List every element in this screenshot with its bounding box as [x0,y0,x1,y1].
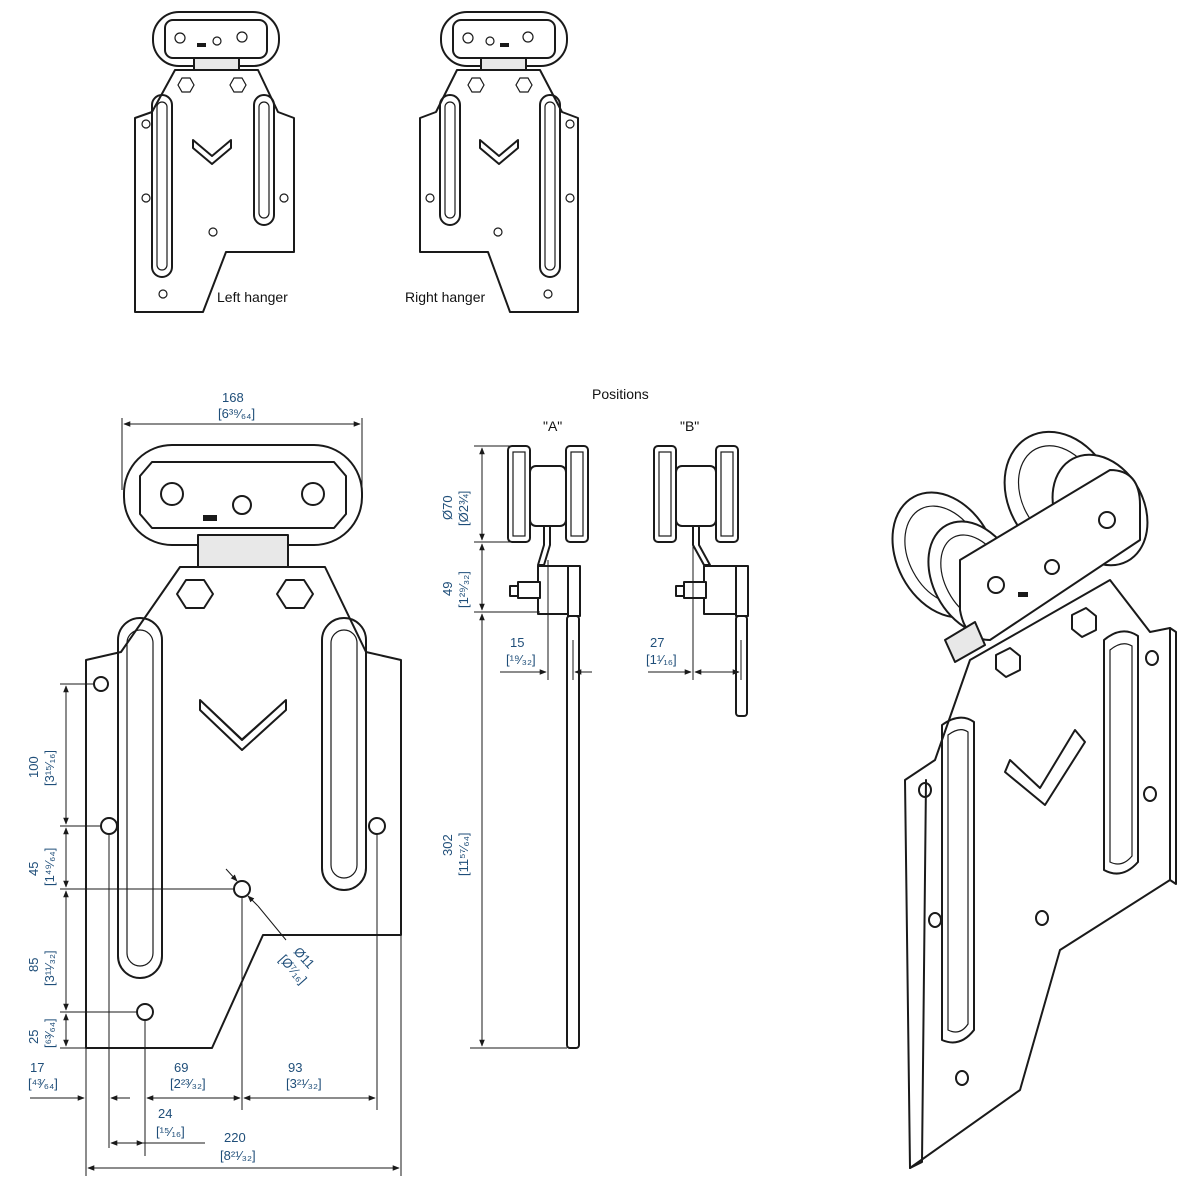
dim-100-in: [3¹⁵⁄₁₆] [42,750,57,786]
dim-168-mm: 168 [222,390,244,405]
dim-220-mm: 220 [224,1130,246,1145]
dim-15-in: [¹⁹⁄₃₂] [506,652,536,667]
dim-17-mm: 17 [30,1060,44,1075]
dim-93-in: [3²¹⁄₃₂] [286,1076,322,1091]
dim-49-in: [1²⁹⁄₃₂] [456,571,471,608]
dim-85-in: [3¹¹⁄₃₂] [42,950,57,986]
side-view-b-drawing [653,445,749,717]
dim-25-mm: 25 [26,1030,41,1044]
dim-24-in: [¹⁵⁄₁₆] [156,1124,185,1139]
dim-302-in: [11⁵⁷⁄₆₄] [456,832,471,876]
dim-168-in: [6³⁹⁄₆₄] [218,406,255,421]
left-hanger-drawing: Left hanger [134,11,295,313]
side-view-a-drawing [507,445,589,1049]
dim-24-mm: 24 [158,1106,172,1121]
side-view-dimensions: Ø70 [Ø2¾] 49 [1²⁹⁄₃₂] 302 [11⁵⁷⁄₆₄] 15 [… [440,445,742,1049]
dim-45-mm: 45 [26,862,41,876]
dim-27-in: [1¹⁄₁₆] [646,652,677,667]
positions-title: Positions [592,386,649,402]
dim-100-mm: 100 [26,756,41,778]
right-hanger-drawing: Right hanger [405,11,579,313]
dim-69-in: [2²³⁄₃₂] [170,1076,206,1091]
right-hanger-label: Right hanger [405,289,486,305]
dim-85-mm: 85 [26,958,41,972]
position-b-label: "B" [680,418,699,434]
dim-15-mm: 15 [510,635,524,650]
dim-49-mm: 49 [440,582,455,596]
isometric-view-drawing [891,430,1177,1169]
position-a-label: "A" [543,418,562,434]
left-hanger-label: Left hanger [217,289,288,305]
dim-302-mm: 302 [440,834,455,856]
dim-45-in: [1⁴⁹⁄₆₄] [42,848,57,886]
dim-wheel-mm: Ø70 [440,495,455,520]
dim-17-in: [⁴³⁄₆₄] [28,1076,58,1091]
front-view-drawing [85,444,402,1049]
dim-220-in: [8²¹⁄₃₂] [220,1148,256,1163]
dim-93-mm: 93 [288,1060,302,1075]
dim-25-in: [⁶³⁄₆₄] [42,1018,57,1048]
dim-69-mm: 69 [174,1060,188,1075]
dim-27-mm: 27 [650,635,664,650]
dim-wheel-in: [Ø2¾] [456,491,471,526]
